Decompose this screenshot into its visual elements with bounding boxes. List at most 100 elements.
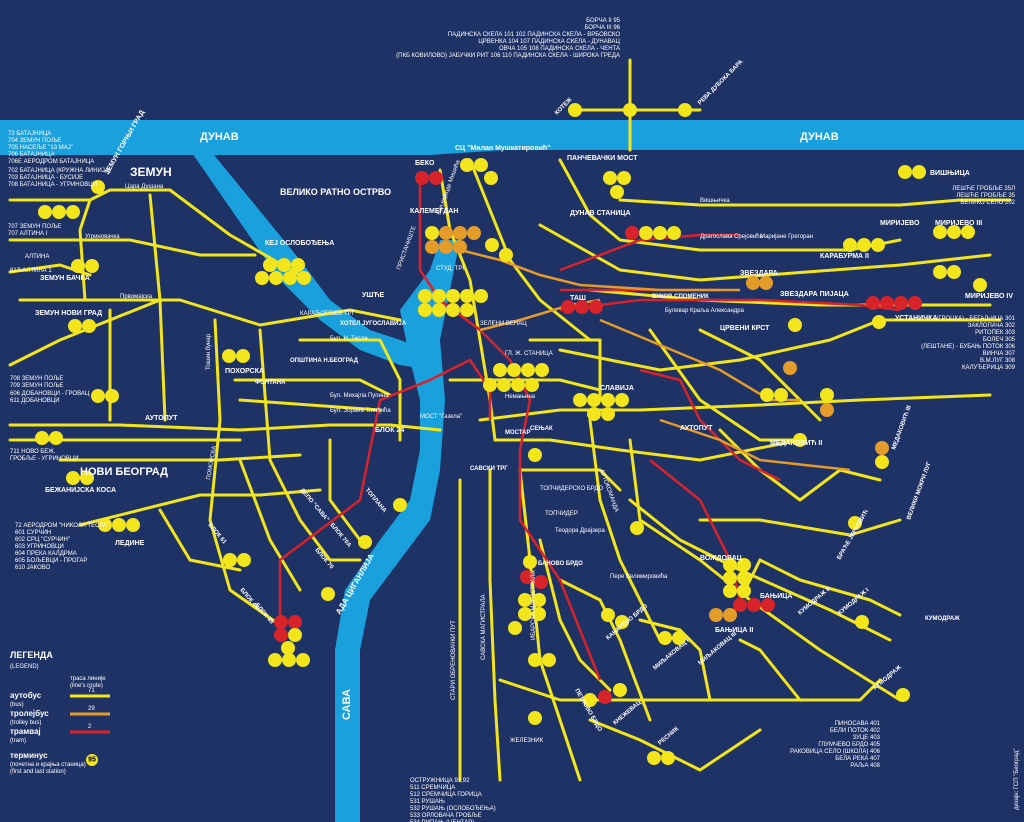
sw-list-item: 604 ПРЕКА КАЛДРМА	[15, 551, 77, 557]
uste-label: УШЋЕ	[362, 292, 385, 299]
kumodraz-alt-label: КУМОДРАЖ	[925, 616, 960, 622]
sava-label: САВА	[341, 689, 353, 720]
sava-river-upper	[190, 150, 430, 370]
mirijevo-label: МИРИЈЕВО	[880, 220, 920, 227]
legend: ЛЕГЕНДА (LEGEND) траса линије (line's ro…	[10, 650, 110, 775]
svg-text:ЖЕЛЕЗНИК: ЖЕЛЕЗНИК	[510, 738, 544, 744]
kej-oslobodjenja-label: КЕЈ ОСЛОБОЂЕЊА	[265, 240, 334, 247]
fontana-label: ФОНТАНА	[255, 380, 286, 386]
svg-text:Првомајска: Првомајска	[120, 294, 153, 300]
sw-list-item: 72 АЕРОДРОМ "НИКОЛА ТЕСЛА"	[15, 523, 109, 529]
ne-list-item: ЛЕШЋЕ ГРОБЉЕ 35Л	[952, 186, 1015, 192]
se-list-item: ПИНОСАВА 401	[835, 721, 881, 727]
visnjica-label: ВИШЊИЦА	[930, 170, 970, 177]
w-zemun-polje-item: 709 ЗЕМУН ПОЉЕ	[10, 383, 63, 389]
w-novo-selo-item: ГРОБЉЕ - УГРИНОВЦИ	[10, 456, 79, 462]
resnik-label: РЕСНИК	[657, 726, 680, 747]
reva-label: РЕВА ДУБОКА БАРА	[697, 59, 745, 107]
blok45-label: БЛОК 45	[253, 602, 274, 626]
danube-label: ДУНАВ	[200, 131, 239, 143]
south-list-item: 532 РУШАЊ (ОСЛОБОЂЕЊА)	[410, 806, 496, 812]
south-list-item: 533 ОРЛОВАЧА ГРОБЉЕ	[410, 813, 482, 819]
svg-text:СТУД. ТРГ: СТУД. ТРГ	[436, 266, 466, 272]
svg-text:Маријане Грегоран: Маријане Грегоран	[760, 234, 813, 240]
bezanijska-kosa-label: БЕЖАНИЈСКА КОСА	[45, 487, 116, 494]
svg-text:МОСТ "Газела": МОСТ "Газела"	[420, 414, 462, 420]
terminus-stops[interactable]	[35, 103, 987, 765]
sw-list-item: 602 СРЦ "СУРЧИН"	[15, 537, 70, 543]
svg-text:Немањина: Немањина	[505, 394, 536, 400]
south-list-item: 511 СРЕМЧИЦА	[410, 785, 455, 791]
se-list-item: РАКОВИЦА СЕЛО (ШКОЛА) 406	[790, 749, 881, 755]
trolleybus-network	[459, 248, 851, 472]
vozdovac-label: ВОЖДОВАЦ	[700, 555, 743, 562]
se-list-item: БЕЛИ ПОТОК 402	[830, 728, 881, 734]
kumodraz2-label: КУМОДРАЖ II	[797, 586, 831, 616]
miljakovac1-label: МИЉАКОВАЦ I	[652, 638, 690, 671]
e-list-item: ЗАКЛОПАЧА 302	[968, 323, 1016, 329]
veliko-ratno-ostrvo-label: ВЕЛИКО РАТНО ОСТРВО	[280, 187, 391, 197]
zemun-backa-label: ЗЕМУН БАЧКА	[40, 275, 90, 282]
w-dobanovci-item: 606 ДОБАНОВЦИ - ГРОВАЦ	[10, 391, 90, 397]
se-list-item: БЕЛА РЕКА 407	[835, 756, 880, 762]
svg-text:95: 95	[88, 757, 96, 764]
e-list-item: РИТОПЕК 303	[975, 330, 1016, 336]
depo-sava-label: ДЕПО "САВА"	[298, 487, 329, 523]
e-list-item: ВИНЧА 307	[983, 351, 1016, 357]
svg-text:29: 29	[88, 706, 95, 712]
zemun-novi-grad-label: ЗЕМУН НОВИ ГРАД	[35, 310, 102, 317]
svg-text:71: 71	[88, 688, 95, 694]
se-list-item: ГЛУМЧЕВО БРДО 405	[818, 742, 880, 748]
sc-milan-label: СЦ "Милан Мушкатировић"	[455, 144, 551, 152]
dunav-stanica-label: ДУНАВ СТАНИЦА	[570, 210, 631, 217]
novi-beograd-label: НОВИ БЕОГРАД	[80, 466, 168, 478]
svg-text:трамвај: трамвај	[10, 727, 41, 736]
se-list-item: ЗУЦЕ 403	[853, 735, 881, 741]
svg-text:Булевар Краља Александра: Булевар Краља Александра	[665, 308, 745, 314]
e-list-item: (ГРОЦКА) - БЕГАЉИЦА 301	[936, 316, 1015, 322]
svg-text:Угриновачка: Угриновачка	[85, 234, 120, 240]
credit: дизајн: ГСП "Београд"	[1014, 749, 1020, 810]
toplana-label: ТОПЛАНА	[363, 487, 387, 514]
svg-text:ИБАРСКА МАГИСТРАЛА: ИБАРСКА МАГИСТРАЛА	[531, 570, 537, 640]
svg-text:(first and last station): (first and last station)	[10, 769, 66, 775]
svg-text:СТАРИ ОБРЕНОВАЧКИ ПУТ: СТАРИ ОБРЕНОВАЧКИ ПУТ	[451, 620, 457, 700]
w-altina-item: АЛТИНА	[25, 254, 49, 260]
svg-text:2: 2	[88, 724, 92, 730]
w-list-a-item: 703 БАТАЈНИЦА - БУСИЈЕ	[8, 175, 83, 181]
north-list-item: (ПКБ КОВИЛОВО) ЈАБУЧКИ РИТ 106 110 ПАДИН…	[396, 53, 620, 59]
zemun-label: ЗЕМУН	[130, 165, 172, 179]
svg-text:Вишњичка: Вишњичка	[700, 198, 730, 204]
autoput-west-label: АУТОПУТ	[145, 415, 178, 422]
hotel-jugoslavija-label: ХОТЕЛ ЈУГОСЛАВИЈА	[340, 321, 407, 327]
svg-text:Бул. Зорана Ђинђића: Бул. Зорана Ђинђића	[330, 408, 391, 414]
pohorska-label: ПОХОРСКА	[225, 368, 264, 375]
danube-river	[0, 120, 1024, 155]
svg-text:Цара Душана: Цара Душана	[125, 184, 164, 190]
autoput-east-label: АУТОПУТ	[680, 425, 713, 432]
svg-text:ПРИСТАНИШТЕ: ПРИСТАНИШТЕ	[396, 225, 417, 270]
mirijevo4-label: МИРИЈЕВО IV	[965, 293, 1013, 300]
kumodraz-label: КУМОДРАЖ	[872, 664, 903, 691]
e-list-item: (ЛЕШТАНЕ) - БУБАЊ ПОТОК 306	[921, 344, 1016, 350]
e-list-item: КАЛУЂЕРИЦА 309	[962, 365, 1016, 371]
vukov-spomenik-label: ВУКОВ СПОМЕНИК	[652, 294, 709, 300]
ada-lake	[370, 520, 410, 570]
svg-text:ЗЕЛЕНИ ВЕНАЦ: ЗЕЛЕНИ ВЕНАЦ	[480, 321, 527, 327]
kalemegdan-label: КАЛЕМЕГДАН	[410, 208, 458, 215]
south-list-item: 534 РИПАЊ (ЦЕНТАР)	[410, 820, 474, 822]
area-labels: ДУНАВ ДУНАВ САВА ЗЕМУН ВЕЛИКО РАТНО ОСТР…	[35, 59, 1013, 747]
ne-list-item: ЛЕШЋЕ ГРОБЉЕ 35	[956, 193, 1015, 199]
south-list-item: 531 РУШАЊ	[410, 799, 445, 805]
south-list-item: ОСТРУЖНИЦА 91,92	[410, 778, 470, 784]
w-list-b-item: 707 АЛТИНА I	[8, 231, 48, 237]
svg-text:КАРАЂОРЂЕВ ТРГ: КАРАЂОРЂЕВ ТРГ	[300, 311, 355, 317]
sw-list-item: 603 УГРИНОВЦИ	[15, 544, 64, 550]
svg-text:(почетна и крајња станица): (почетна и крајња станица)	[10, 762, 86, 768]
w-altina1-item: 81Л АЛТИНА 1	[10, 268, 52, 274]
pancevacki-most-label: ПАНЧЕВАЧКИ МОСТ	[567, 155, 638, 162]
north-list-item: БОРЧА II 95	[586, 18, 621, 24]
nw-list-item: 706 БАТАЈНИЦА	[8, 152, 55, 158]
